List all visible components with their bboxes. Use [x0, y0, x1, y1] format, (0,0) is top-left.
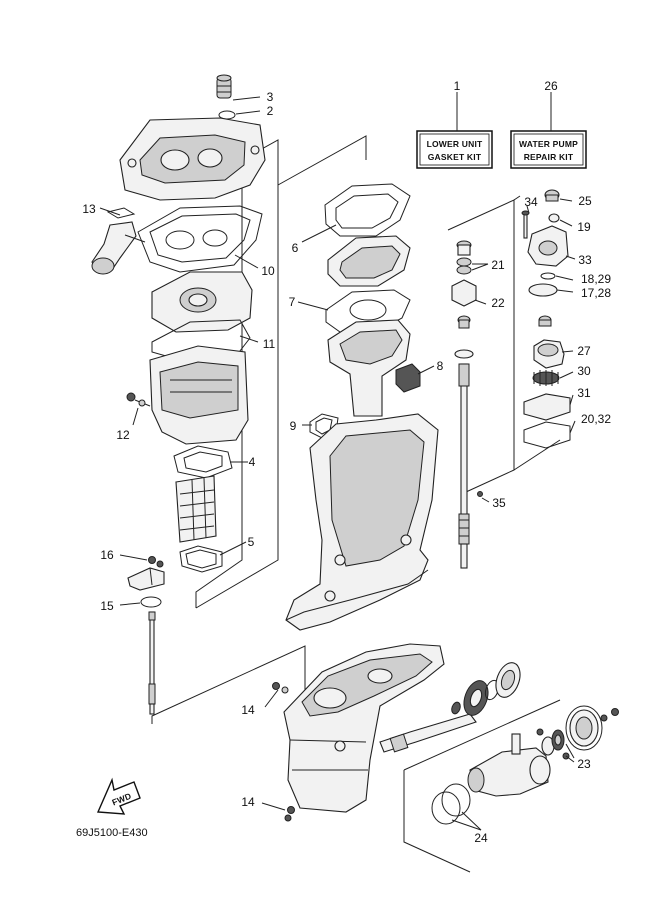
exhaust-cover	[119, 117, 266, 201]
callout-2: 2	[267, 104, 274, 118]
part-3-cap	[216, 74, 232, 99]
callout-20-32: 20,32	[581, 412, 611, 426]
callout-35: 35	[492, 496, 506, 510]
callout-16: 16	[100, 548, 114, 562]
callout-18-29: 18,29	[581, 272, 611, 286]
callout-30: 30	[577, 364, 591, 378]
part-8-mount	[395, 363, 421, 393]
callout-15: 15	[100, 599, 114, 613]
shift-rod	[148, 611, 156, 715]
callout-24: 24	[474, 831, 488, 845]
callout-17-28: 17,28	[581, 286, 611, 300]
part-6-gasket	[324, 183, 411, 237]
fwd-arrow-icon: FWD	[96, 777, 141, 815]
callout-26: 26	[544, 79, 558, 93]
callout-11: 11	[263, 337, 276, 351]
callout-27: 27	[577, 344, 591, 358]
callout-22: 22	[491, 296, 505, 310]
callout-8: 8	[437, 359, 444, 373]
drive-shaft-column	[451, 240, 477, 569]
bearing-housing-right	[565, 705, 619, 751]
callout-7: 7	[289, 295, 296, 309]
part-11-exhaust-guide	[151, 271, 253, 361]
callout-34: 34	[524, 195, 538, 209]
callout-1: 1	[454, 79, 461, 93]
part-7-gasket	[325, 289, 411, 333]
part-5-seal	[179, 545, 223, 573]
lower-unit-kit-line2: GASKET KIT	[428, 152, 482, 162]
callout-4: 4	[249, 455, 256, 469]
callout-10: 10	[261, 264, 275, 278]
water-pump-repair-kit-box: WATER PUMP REPAIR KIT	[510, 130, 587, 169]
part-13-hose-bracket	[91, 207, 146, 275]
propeller-shaft	[379, 713, 477, 753]
lower-unit-kit-line1: LOWER UNIT	[427, 139, 483, 149]
drive-shaft-housing-plate	[327, 235, 411, 287]
water-pump-column	[521, 189, 571, 449]
part-16-bolt-and-bracket	[127, 556, 165, 591]
part-4-gasket	[173, 445, 233, 479]
lower-casing	[283, 643, 445, 813]
part-12-bolt	[126, 392, 151, 407]
callout-numbers: 1 2 3 4 5 6 7 8 9 10 11 12 13 14 14 15 1…	[82, 79, 611, 845]
gear-bearing-set	[451, 662, 521, 716]
part-14-bolt-lower	[284, 806, 295, 822]
callout-13: 13	[82, 202, 96, 216]
lower-unit-gasket-kit-box: LOWER UNIT GASKET KIT	[416, 130, 493, 169]
exhaust-manifold	[149, 345, 249, 445]
part-30-impeller	[532, 370, 560, 386]
part-23-seals	[536, 728, 570, 760]
callout-31: 31	[577, 386, 591, 400]
callout-5: 5	[248, 535, 255, 549]
callout-9: 9	[290, 419, 297, 433]
upper-casing	[285, 413, 439, 631]
part-10-gasket	[137, 205, 263, 273]
callout-25: 25	[578, 194, 592, 208]
callout-23: 23	[577, 757, 591, 771]
callout-19: 19	[577, 220, 591, 234]
diagram-code: 69J5100-E430	[76, 827, 148, 839]
callout-14-upper: 14	[241, 703, 255, 717]
part-14-bolt-upper	[272, 682, 289, 694]
callout-12: 12	[116, 428, 130, 442]
upper-case-oil-pan	[327, 319, 411, 417]
part-35-pin	[477, 491, 483, 497]
callout-3: 3	[267, 90, 274, 104]
callout-14-lower: 14	[241, 795, 255, 809]
exhaust-tube	[175, 475, 217, 543]
callout-33: 33	[578, 253, 592, 267]
callout-6: 6	[292, 241, 299, 255]
part-15-o-ring	[140, 596, 162, 608]
propeller-shaft-housing	[431, 733, 551, 825]
callout-21: 21	[491, 258, 505, 272]
water-pump-kit-line2: REPAIR KIT	[524, 152, 574, 162]
group-bracket-lines	[151, 135, 561, 873]
water-pump-kit-line1: WATER PUMP	[519, 139, 578, 149]
